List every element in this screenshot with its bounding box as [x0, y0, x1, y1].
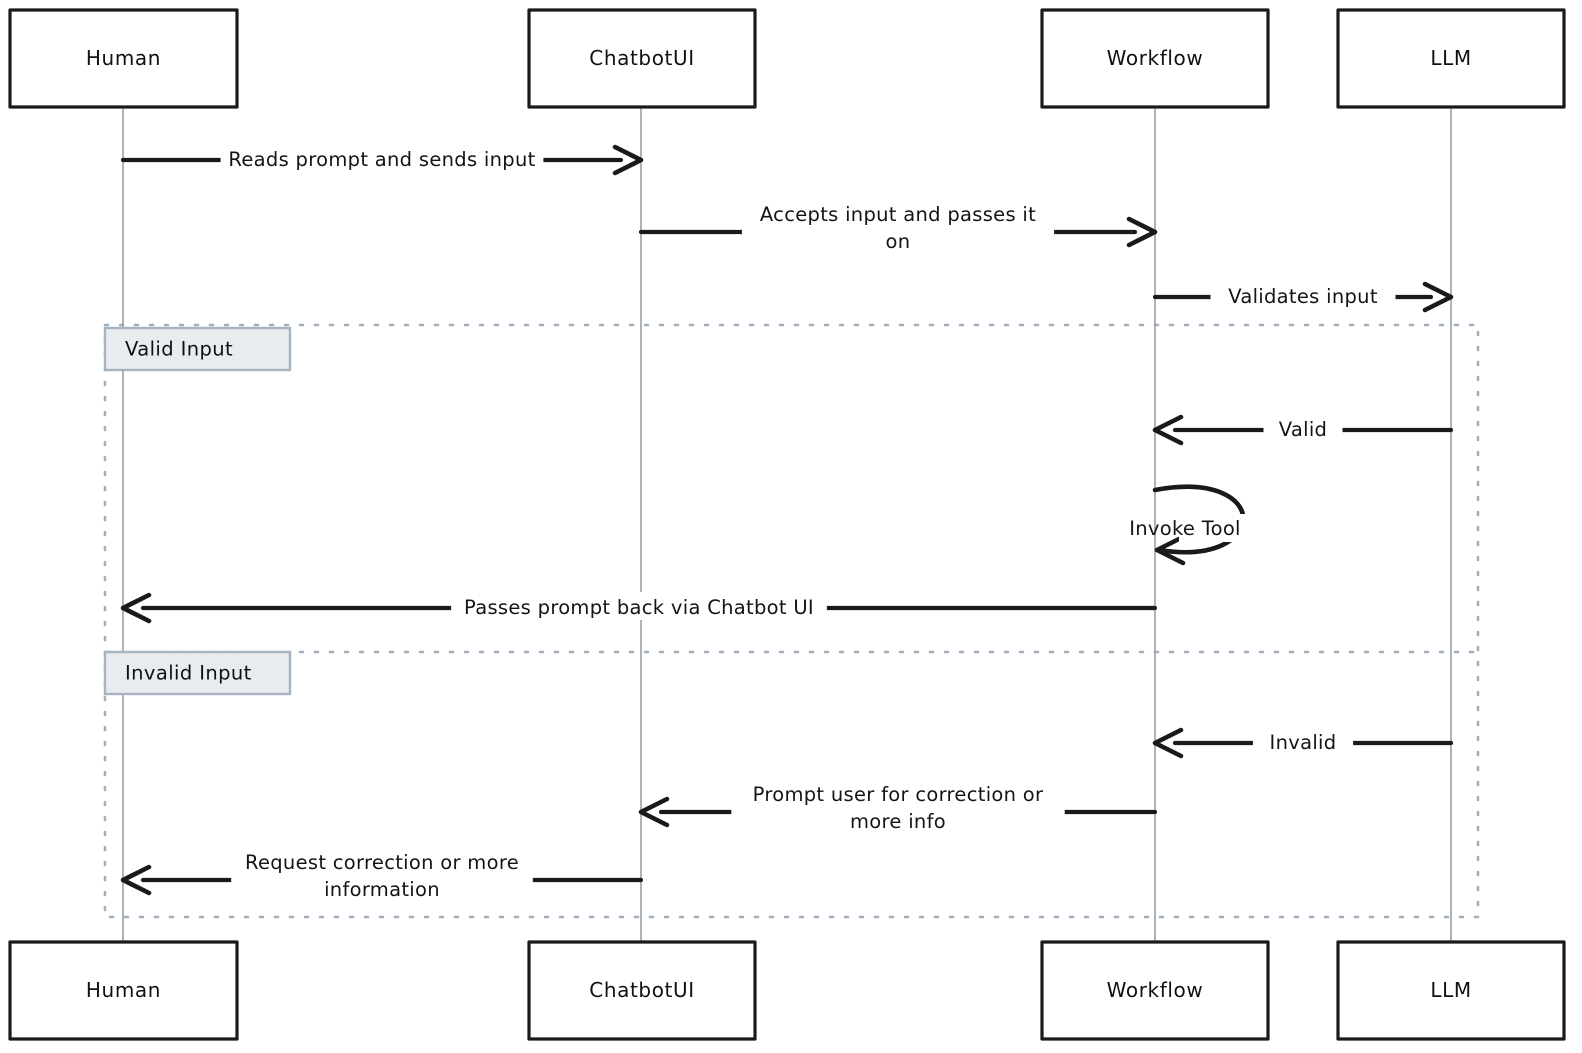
message-label-m4: Valid: [1279, 418, 1328, 441]
lifelines: [122, 107, 1452, 942]
message-label-backdrop: [741, 199, 1055, 254]
message-label-m6: Passes prompt back via Chatbot UI: [464, 596, 814, 619]
actor-box-rect-workflow-bottom: [1040, 940, 1270, 1041]
message-m4: Valid: [1152, 414, 1454, 446]
actor-box-rect-chatbotui-bottom: [527, 940, 757, 1041]
actor-llm-top[interactable]: LLM: [1336, 8, 1566, 109]
message-label-backdrop: [1210, 281, 1396, 309]
fragment-tag-valid-input[interactable]: Valid Input: [103, 326, 292, 372]
actor-label-chatbotui-bottom: ChatbotUI: [589, 978, 694, 1002]
message-label-m8-line1: Prompt user for correction or: [753, 783, 1044, 806]
actor-box-rect-human-top: [8, 8, 239, 109]
message-m6: Passes prompt back via Chatbot UI: [120, 592, 1158, 624]
arrowhead: [1422, 281, 1454, 313]
message-label-m5: Invoke Tool: [1129, 517, 1241, 540]
message-m3: Validates input: [1152, 281, 1454, 313]
fragment-outline: [103, 323, 1480, 919]
message-label-backdrop: [451, 592, 827, 620]
message-m8: Prompt user for correction or more info: [638, 779, 1158, 834]
actor-label-human-top: Human: [86, 46, 161, 70]
actor-chatbotui-bottom[interactable]: ChatbotUI: [527, 940, 757, 1041]
arrowhead: [1152, 414, 1184, 446]
message-m9: Request correction or more information: [120, 847, 644, 902]
message-m7: Invalid: [1152, 727, 1454, 759]
actor-label-human-bottom: Human: [86, 978, 161, 1002]
message-label-backdrop: [1252, 727, 1354, 755]
arrowhead: [120, 592, 152, 624]
message-label-m2-line2: on: [886, 230, 911, 253]
fragment-tag-label-invalid-input: Invalid Input: [125, 662, 252, 685]
actor-label-llm-top: LLM: [1430, 46, 1471, 70]
message-label-backdrop: [220, 144, 544, 172]
message-label-m8-line2: more info: [850, 810, 946, 833]
fragment-tag-rect-invalid-input: [103, 650, 292, 696]
actor-label-workflow-bottom: Workflow: [1107, 978, 1204, 1002]
actor-box-rect-human-bottom: [8, 940, 239, 1041]
message-label-backdrop: [1179, 514, 1318, 542]
actor-box-rect-llm-bottom: [1336, 940, 1566, 1041]
message-m2: Accepts input and passes it on: [638, 199, 1158, 254]
message-m1: Reads prompt and sends input: [120, 144, 644, 176]
actor-label-chatbotui-top: ChatbotUI: [589, 46, 694, 70]
message-label-m2-line1: Accepts input and passes it: [760, 203, 1036, 226]
actor-llm-bottom[interactable]: LLM: [1336, 940, 1566, 1041]
actor-box-rect-llm-top: [1336, 8, 1566, 109]
arrowhead: [1154, 534, 1186, 566]
arrowhead: [612, 144, 644, 176]
actor-box-rect-chatbotui-top: [527, 8, 757, 109]
arrowhead: [1152, 727, 1184, 759]
actor-box-rect-workflow-top: [1040, 8, 1270, 109]
fragment-tag-invalid-input[interactable]: Invalid Input: [103, 650, 292, 696]
arrowhead: [120, 864, 152, 896]
actor-label-workflow-top: Workflow: [1107, 46, 1204, 70]
message-label-backdrop: [231, 847, 533, 902]
fragment-tag-rect-valid-input: [103, 326, 292, 372]
arrowhead: [1126, 216, 1158, 248]
message-label-m9-line1: Request correction or more: [245, 851, 519, 874]
message-m5: Invoke Tool: [1129, 484, 1318, 566]
message-label-backdrop: [731, 779, 1065, 834]
arrowhead: [638, 796, 670, 828]
actor-label-llm-bottom: LLM: [1430, 978, 1471, 1002]
actor-workflow-top[interactable]: Workflow: [1040, 8, 1270, 109]
message-label-m1: Reads prompt and sends input: [228, 148, 535, 171]
message-label-m3: Validates input: [1228, 285, 1378, 308]
actor-human-bottom[interactable]: Human: [8, 940, 239, 1041]
actor-chatbotui-top[interactable]: ChatbotUI: [527, 8, 757, 109]
alt-fragment: [103, 323, 1480, 919]
actor-human-top[interactable]: Human: [8, 8, 239, 109]
fragment-tag-label-valid-input: Valid Input: [125, 338, 233, 361]
message-label-backdrop: [1263, 414, 1343, 442]
message-label-m7: Invalid: [1270, 731, 1337, 754]
actor-workflow-bottom[interactable]: Workflow: [1040, 940, 1270, 1041]
message-label-m9-line2: information: [324, 878, 440, 901]
